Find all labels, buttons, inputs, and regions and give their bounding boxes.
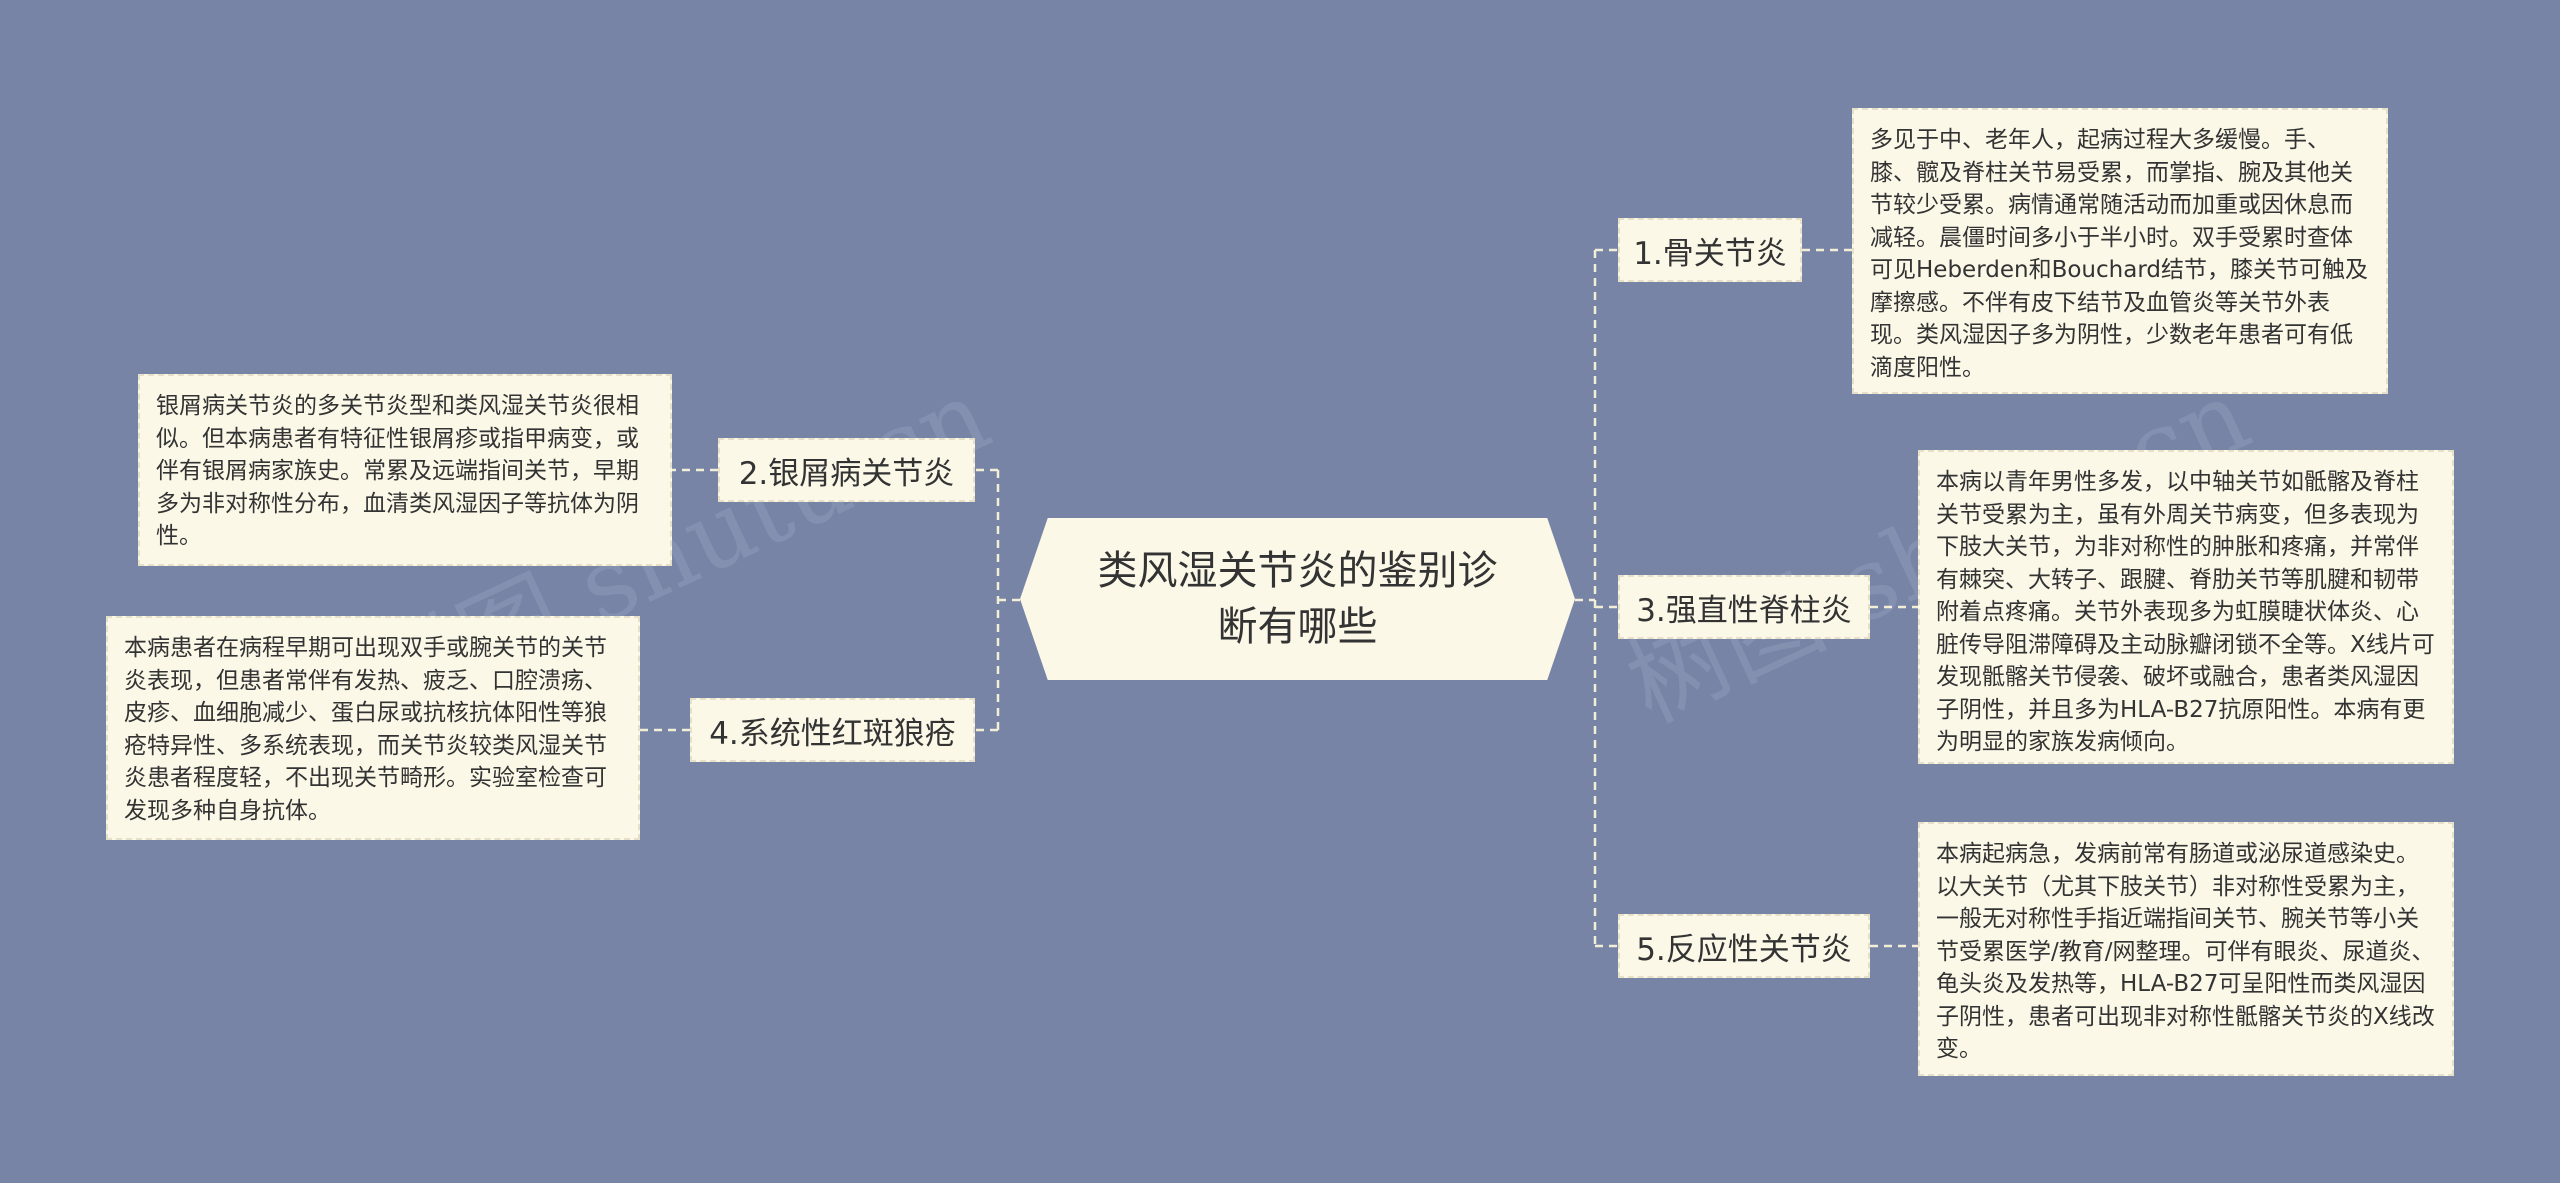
branch-osteoarthritis[interactable]: 1.骨关节炎	[1618, 218, 1802, 282]
central-topic[interactable]: 类风湿关节炎的鉴别诊断有哪些	[1020, 518, 1575, 680]
detail-lupus[interactable]: 本病患者在病程早期可出现双手或腕关节的关节炎表现，但患者常伴有发热、疲乏、口腔溃…	[106, 616, 640, 840]
detail-osteoarthritis[interactable]: 多见于中、老年人，起病过程大多缓慢。手、膝、髋及脊柱关节易受累，而掌指、腕及其他…	[1852, 108, 2388, 394]
branch-reactive-arthritis[interactable]: 5.反应性关节炎	[1618, 914, 1870, 978]
branch-lupus[interactable]: 4.系统性红斑狼疮	[690, 698, 975, 762]
detail-ankylosing-spondylitis[interactable]: 本病以青年男性多发，以中轴关节如骶髂及脊柱关节受累为主，虽有外周关节病变，但多表…	[1918, 450, 2454, 764]
branch-psoriatic-arthritis[interactable]: 2.银屑病关节炎	[718, 438, 975, 502]
branch-ankylosing-spondylitis[interactable]: 3.强直性脊柱炎	[1618, 575, 1870, 639]
connector-right-trunk	[1575, 250, 1597, 946]
detail-reactive-arthritis[interactable]: 本病起病急，发病前常有肠道或泌尿道感染史。以大关节（尤其下肢关节）非对称性受累为…	[1918, 822, 2454, 1076]
connector-left-trunk	[996, 470, 1020, 730]
detail-psoriatic-arthritis[interactable]: 银屑病关节炎的多关节炎型和类风湿关节炎很相似。但本病患者有特征性银屑疹或指甲病变…	[138, 374, 672, 566]
